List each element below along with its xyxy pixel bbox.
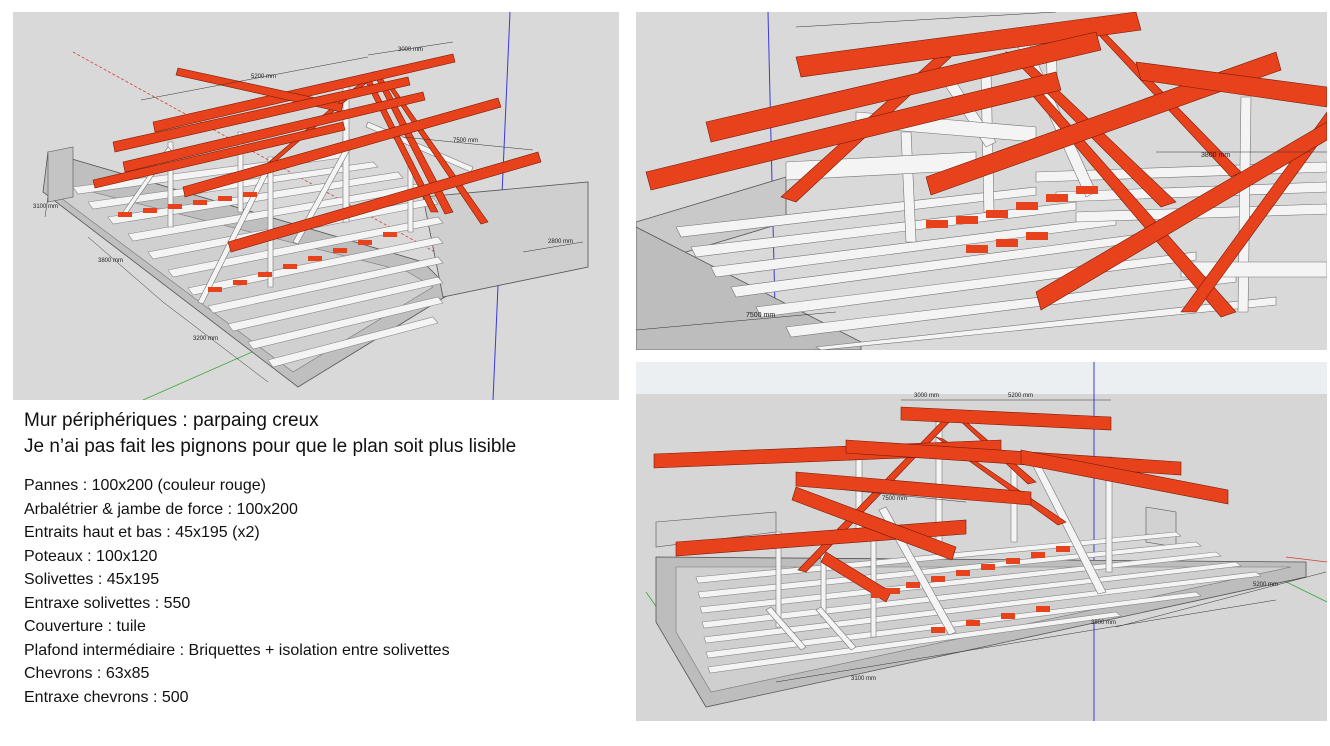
model-view-bottom-right: 3000 mm 5200 mm 7500 mm 5200 mm 3800 mm …: [636, 362, 1327, 721]
spec-item: Poteaux : 100x120: [24, 547, 158, 565]
spec-item: Arbalétrier & jambe de force : 100x200: [24, 500, 298, 518]
dimension-label: 3000 mm: [398, 47, 423, 53]
spec-item: Chevrons : 63x85: [24, 665, 150, 682]
wall-back-right: [1145, 506, 1177, 548]
spec-item: Solivettes : 45x195: [24, 571, 160, 588]
spec-item: Plafond intermédiaire : Briquettes + iso…: [24, 641, 450, 659]
axis-red: [1285, 556, 1327, 563]
blocking: [926, 186, 1098, 253]
blocking: [871, 546, 1070, 633]
sky-band: [636, 362, 1327, 394]
dimension-label: 5200 mm: [1008, 393, 1033, 399]
blocking: [118, 192, 397, 292]
spec-item: Pannes : 100x200 (couleur rouge): [24, 477, 266, 494]
dimension-label: 7500 mm: [882, 496, 907, 502]
spec-item: Entraxe chevrons : 500: [24, 688, 189, 706]
dimension-label: 3200 mm: [193, 336, 218, 342]
spec-item: Entraxe solivettes : 550: [24, 594, 191, 612]
dimension-label: 7500 mm: [453, 138, 478, 144]
dimension-label: 3100 mm: [851, 676, 876, 682]
dimension-label: 3100 mm: [33, 204, 58, 210]
purlins: [92, 53, 542, 253]
dimension-lines: [636, 12, 1327, 331]
gable-note: Je n’ai pas fait les pignons pour que le…: [24, 436, 517, 457]
dimension-label: 3800 mm: [98, 258, 123, 264]
spec-list: Pannes : 100x200 (couleur rouge) Arbalét…: [24, 474, 624, 709]
purlins: [645, 12, 1327, 311]
wall-material-note: Mur périphériques : parpaing creux: [24, 410, 319, 431]
dimension-label: 2800 mm: [548, 239, 573, 245]
model-view-top-right: 3800 mm 7500 mm: [636, 12, 1327, 350]
dimension-label: 3800 mm: [1201, 152, 1230, 159]
dimension-label: 3000 mm: [914, 393, 939, 399]
dimension-lines: [44, 41, 584, 383]
roof-structure-drawing-b: 3800 mm 7500 mm: [636, 12, 1327, 350]
spec-item: Couverture : tuile: [24, 618, 146, 635]
purlins: [653, 406, 1229, 603]
dimension-label: 5200 mm: [1253, 582, 1278, 588]
spec-item: Entraits haut et bas : 45x195 (x2): [24, 524, 260, 541]
dimension-label: 5200 mm: [251, 74, 276, 80]
dimension-lines: [775, 399, 1327, 683]
wall-left: [47, 146, 74, 203]
roof-structure-drawing-a: 5200 mm 3000 mm 7500 mm 3100 mm 3800 mm …: [33, 12, 589, 400]
model-view-top-left: 5200 mm 3000 mm 7500 mm 3100 mm 3800 mm …: [13, 12, 619, 400]
dimension-label: 7500 mm: [746, 312, 775, 319]
dimension-label: 3800 mm: [1091, 620, 1116, 626]
notes-panel: Mur périphériques : parpaing creux Je n’…: [24, 408, 624, 709]
roof-structure-drawing-c: 3000 mm 5200 mm 7500 mm 5200 mm 3800 mm …: [636, 362, 1327, 721]
